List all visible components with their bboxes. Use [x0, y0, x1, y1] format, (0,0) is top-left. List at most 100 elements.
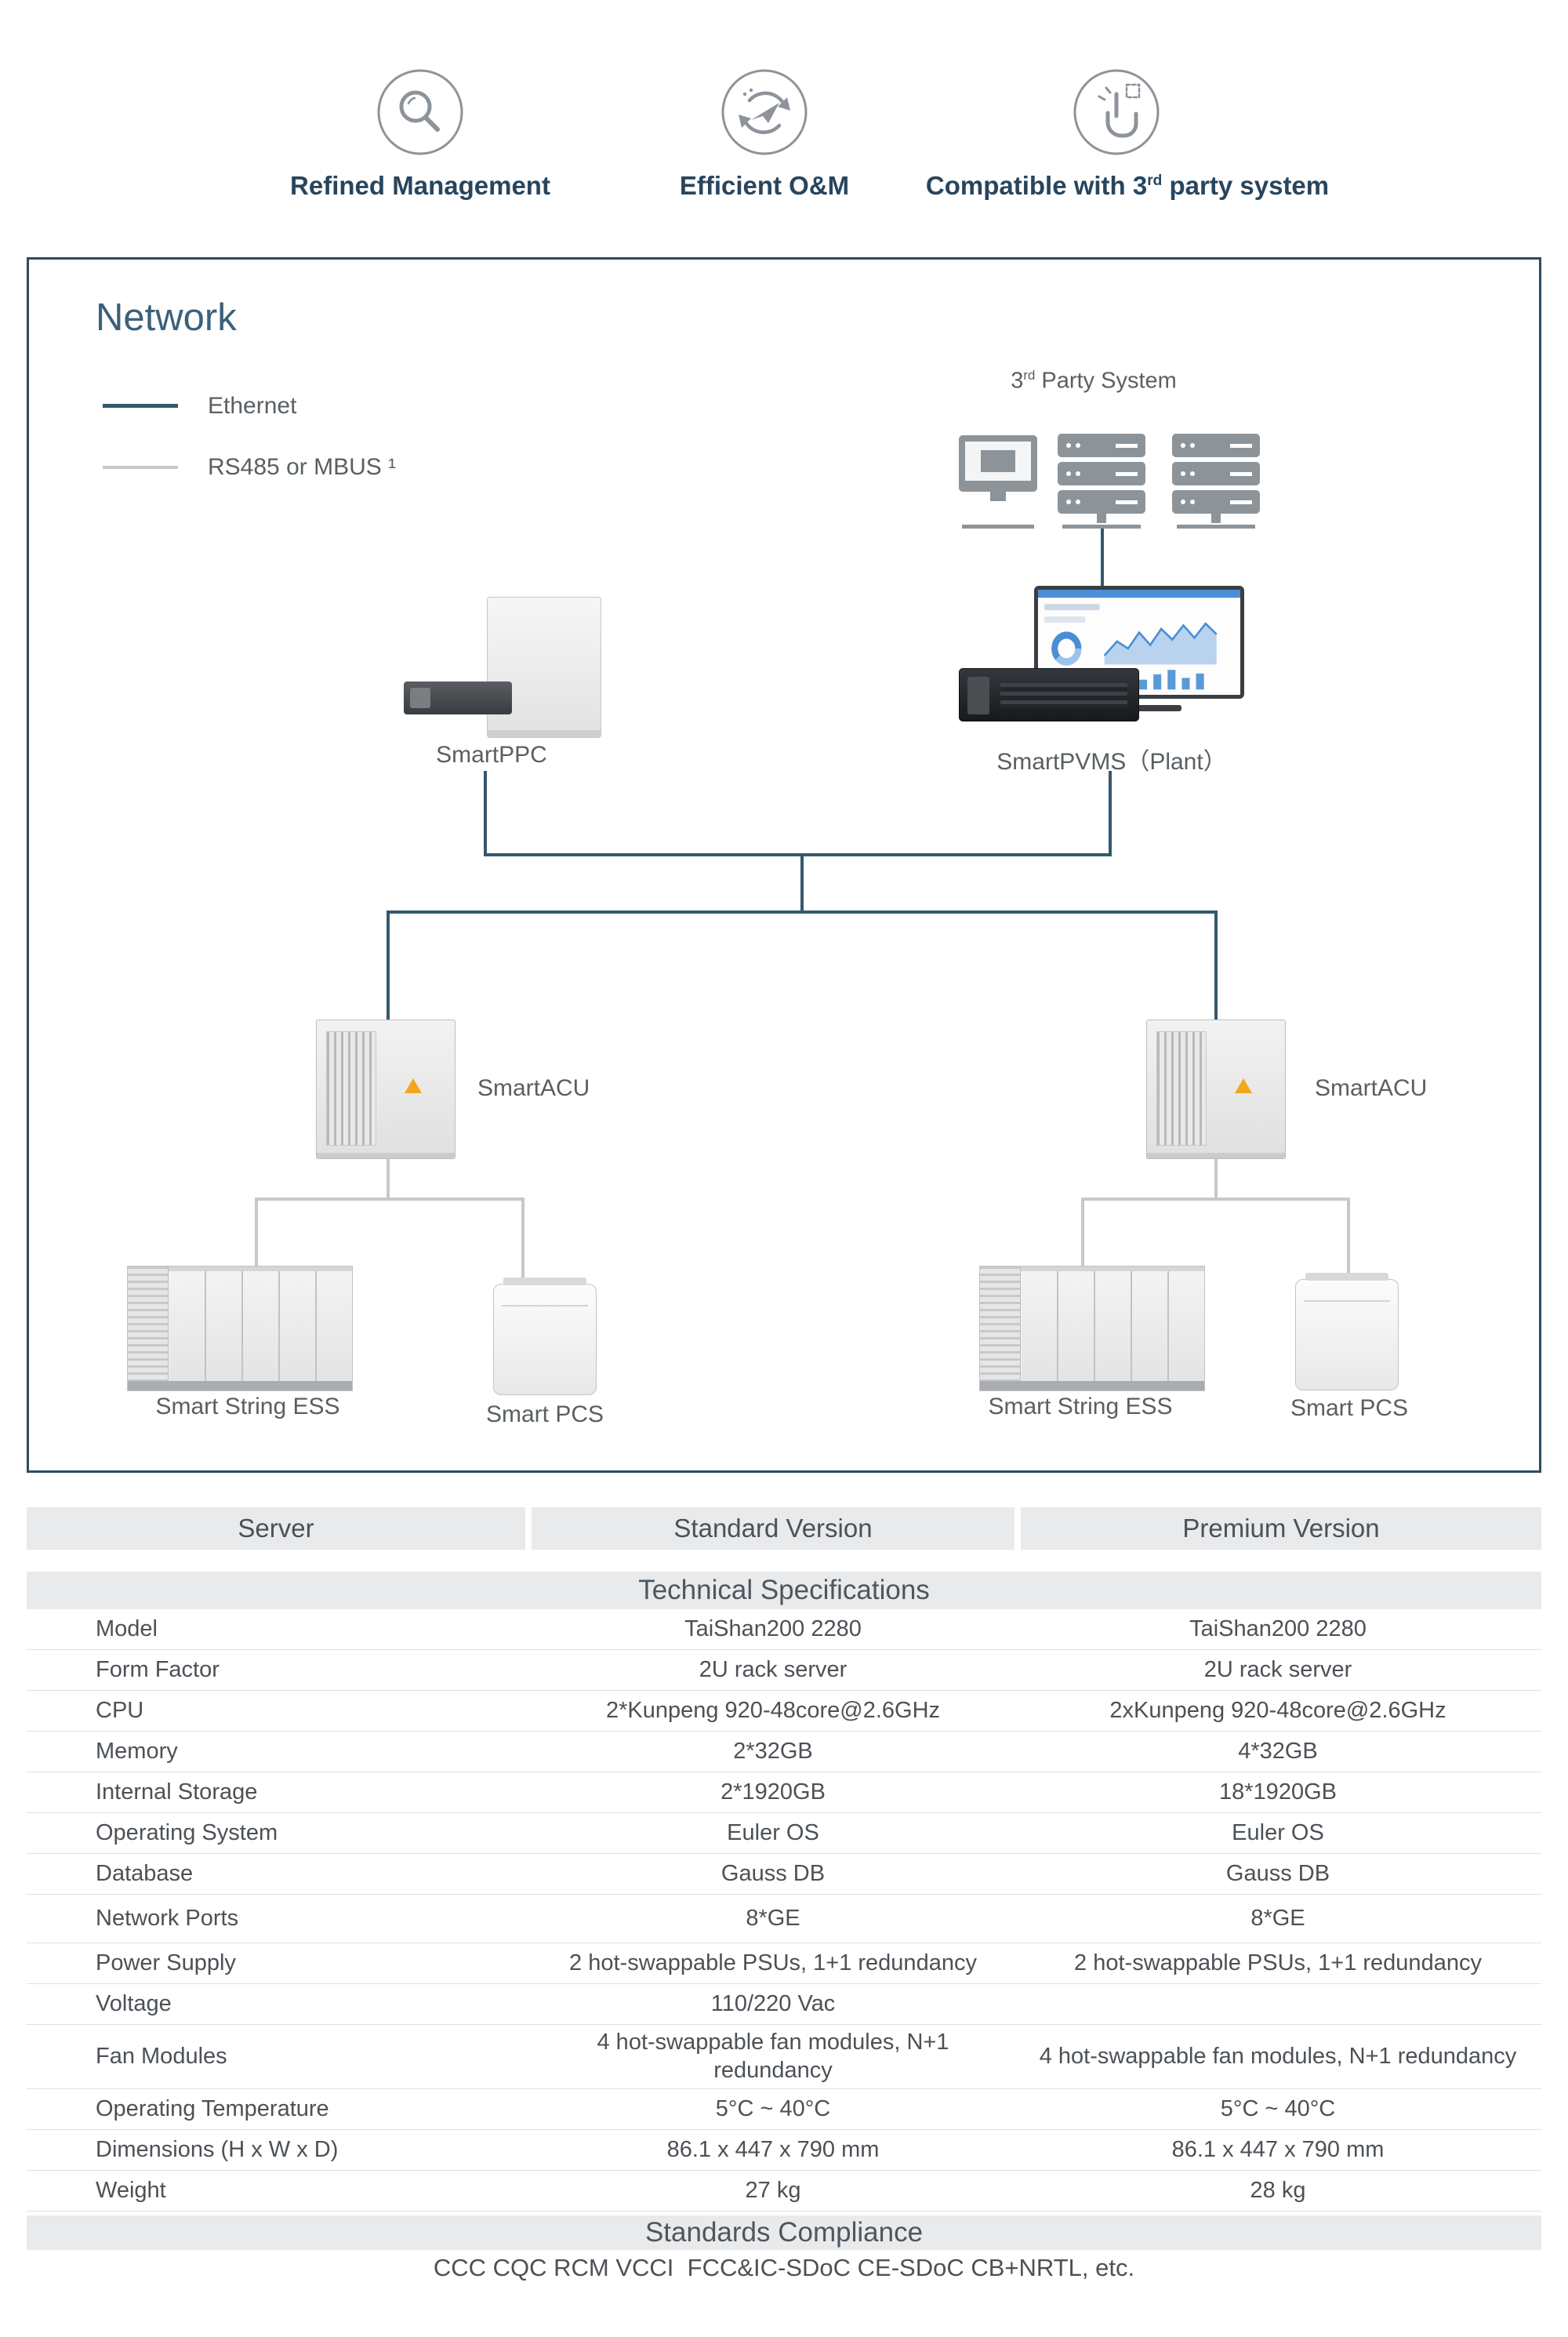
spec-value-standard: 2*Kunpeng 920-48core@2.6GHz: [605, 1698, 941, 1724]
spec-value-premium: 4 hot-swappable fan modules, N+1 redunda…: [1039, 2044, 1517, 2070]
pcs-left-label: Smart PCS: [485, 1401, 604, 1427]
spec-row-operating-system: Operating System Euler OS Euler OS: [27, 1813, 1541, 1854]
smartppc-label: SmartPPC: [436, 742, 547, 768]
spec-value-standard: 2 hot-swappable PSUs, 1+1 redundancy: [569, 1950, 977, 1976]
smartppc-cabinet: [487, 597, 601, 738]
spec-value-premium: 8*GE: [1250, 1906, 1305, 1932]
third-party-system-label: 3rd Party System: [1011, 368, 1177, 394]
network-diagram-box: Network Ethernet RS485 or MBUS ¹: [27, 257, 1541, 1473]
spec-label: Model: [96, 1616, 158, 1641]
spec-row-voltage: Voltage 110/220 Vac: [27, 1984, 1541, 2025]
spec-value-premium: Euler OS: [1232, 1820, 1324, 1846]
feature-label-compatible-3rd-party: Compatible with 3rd party system: [926, 171, 1329, 201]
spec-value-standard: 110/220 Vac: [710, 1991, 836, 2017]
spec-value-standard: 8*GE: [746, 1906, 800, 1932]
ethernet-lines: [387, 529, 1218, 1019]
spec-value-premium: 2xKunpeng 920-48core@2.6GHz: [1109, 1698, 1446, 1724]
spec-value-standard: Gauss DB: [720, 1861, 826, 1887]
spec-label: Voltage: [96, 1991, 172, 2016]
spec-label: Database: [96, 1861, 194, 1886]
legend-rs485-line: [103, 466, 178, 469]
smartppc-image: [404, 597, 601, 743]
ess-hvac-panel: [980, 1267, 1021, 1381]
standards-compliance-bar: Standards Compliance: [27, 2215, 1541, 2250]
feature-label-efficient-om: Efficient O&M: [679, 171, 850, 200]
spec-value-standard: 4 hot-swappable fan modules, N+1 redunda…: [597, 2030, 949, 2084]
spec-label: Fan Modules: [96, 2043, 227, 2069]
network-connection-lines: [255, 434, 1350, 1285]
spec-label: Power Supply: [96, 1950, 236, 1975]
monitor-stand: [1111, 705, 1181, 711]
spec-label: Internal Storage: [96, 1779, 258, 1805]
standards-compliance-text: CCC CQC RCM VCCI FCC&IC-SDoC CE-SDoC CB+…: [433, 2253, 1135, 2281]
spec-row-internal-storage: Internal Storage 2*1920GB 18*1920GB: [27, 1772, 1541, 1813]
spec-value-standard: Euler OS: [727, 1820, 819, 1846]
spec-value-premium: 2U rack server: [1203, 1657, 1352, 1683]
network-title: Network: [96, 296, 237, 339]
spec-label: Network Ports: [96, 1906, 239, 1931]
feature-label-text: party system: [1162, 171, 1330, 200]
smart-string-ess-right-image: [979, 1266, 1205, 1391]
feature-label-text: Compatible with 3: [925, 171, 1148, 200]
spec-row-database: Database Gauss DB Gauss DB: [27, 1854, 1541, 1895]
spec-value-standard: 2*32GB: [733, 1739, 813, 1765]
technical-specifications-bar: Technical Specifications: [27, 1572, 1541, 1609]
ess-right-label: Smart String ESS: [988, 1394, 1173, 1419]
column-header-standard: Standard Version: [532, 1507, 1014, 1550]
spec-row-network-ports: Network Ports 8*GE 8*GE: [27, 1895, 1541, 1943]
spec-value-premium: TaiShan200 2280: [1189, 1616, 1367, 1642]
spec-label: Operating Temperature: [96, 2095, 329, 2121]
smart-string-ess-left-image: [127, 1266, 353, 1391]
spec-row-weight: Weight 27 kg 28 kg: [27, 2171, 1541, 2212]
spec-value-premium: 5°C ~ 40°C: [1220, 2095, 1336, 2121]
legend-ethernet-line: [103, 404, 178, 408]
ess-left-label: Smart String ESS: [155, 1394, 340, 1419]
pcs-right-label: Smart PCS: [1290, 1395, 1409, 1421]
label-text: Party System: [1035, 368, 1177, 394]
spec-row-fan-modules: Fan Modules 4 hot-swappable fan modules,…: [27, 2025, 1541, 2089]
smartacu-right-image: [1146, 1019, 1286, 1159]
spec-value-premium: Gauss DB: [1225, 1861, 1330, 1887]
spec-value-standard: 2*1920GB: [720, 1779, 826, 1805]
ess-cabinet-doors: [1022, 1271, 1204, 1381]
table-header-row: Server Standard Version Premium Version: [27, 1507, 1541, 1550]
smart-pcs-right-image: [1295, 1273, 1399, 1390]
spec-value-premium: 28 kg: [1250, 2177, 1306, 2203]
ess-roof: [980, 1267, 1204, 1271]
column-header-server: Server: [27, 1507, 525, 1550]
spec-value-premium: 2 hot-swappable PSUs, 1+1 redundancy: [1074, 1950, 1482, 1976]
spec-label: Weight: [96, 2177, 166, 2203]
spec-row-form-factor: Form Factor 2U rack server 2U rack serve…: [27, 1650, 1541, 1691]
warning-triangle-icon: [405, 1078, 422, 1093]
spec-value-standard: TaiShan200 2280: [684, 1616, 862, 1642]
third-party-servers-icon: [959, 434, 1260, 529]
ess-roof: [128, 1267, 352, 1271]
spec-row-operating-temperature: Operating Temperature 5°C ~ 40°C 5°C ~ 4…: [27, 2089, 1541, 2130]
smart-pcs-left-image: [493, 1278, 597, 1395]
warning-triangle-icon: [1235, 1078, 1252, 1093]
spec-label: Memory: [96, 1739, 178, 1764]
spec-value-premium: 4*32GB: [1238, 1739, 1318, 1765]
spec-label: Dimensions (H x W x D): [96, 2136, 339, 2162]
spec-row-model: Model TaiShan200 2280 TaiShan200 2280: [27, 1609, 1541, 1650]
ess-hvac-panel: [128, 1267, 169, 1381]
legend-ethernet-label: Ethernet: [208, 393, 297, 419]
smartacu-left-image: [316, 1019, 456, 1159]
spec-value-standard: 2U rack server: [699, 1657, 848, 1683]
smartpvms-label: SmartPVMS（Plant）: [996, 749, 1227, 775]
feature-icons-row: Refined Management Efficient O&M Compati…: [0, 0, 1568, 257]
spec-label: CPU: [96, 1698, 144, 1723]
spec-value-premium: 86.1 x 447 x 790 mm: [1171, 2136, 1385, 2162]
spec-row-power-supply: Power Supply 2 hot-swappable PSUs, 1+1 r…: [27, 1943, 1541, 1984]
tap-hand-icon: [1072, 67, 1161, 157]
ess-base-frame: [980, 1381, 1204, 1390]
smartpvms-server-image: [959, 668, 1139, 721]
magnifier-icon: [376, 67, 465, 157]
label-text: 3: [1011, 368, 1024, 394]
rs485-lines: [255, 1159, 1350, 1285]
ess-base-frame: [128, 1381, 352, 1390]
feature-label-refined-management: Refined Management: [290, 171, 550, 200]
spec-value-standard: 27 kg: [745, 2177, 801, 2203]
spec-value-premium: 18*1920GB: [1219, 1779, 1337, 1805]
